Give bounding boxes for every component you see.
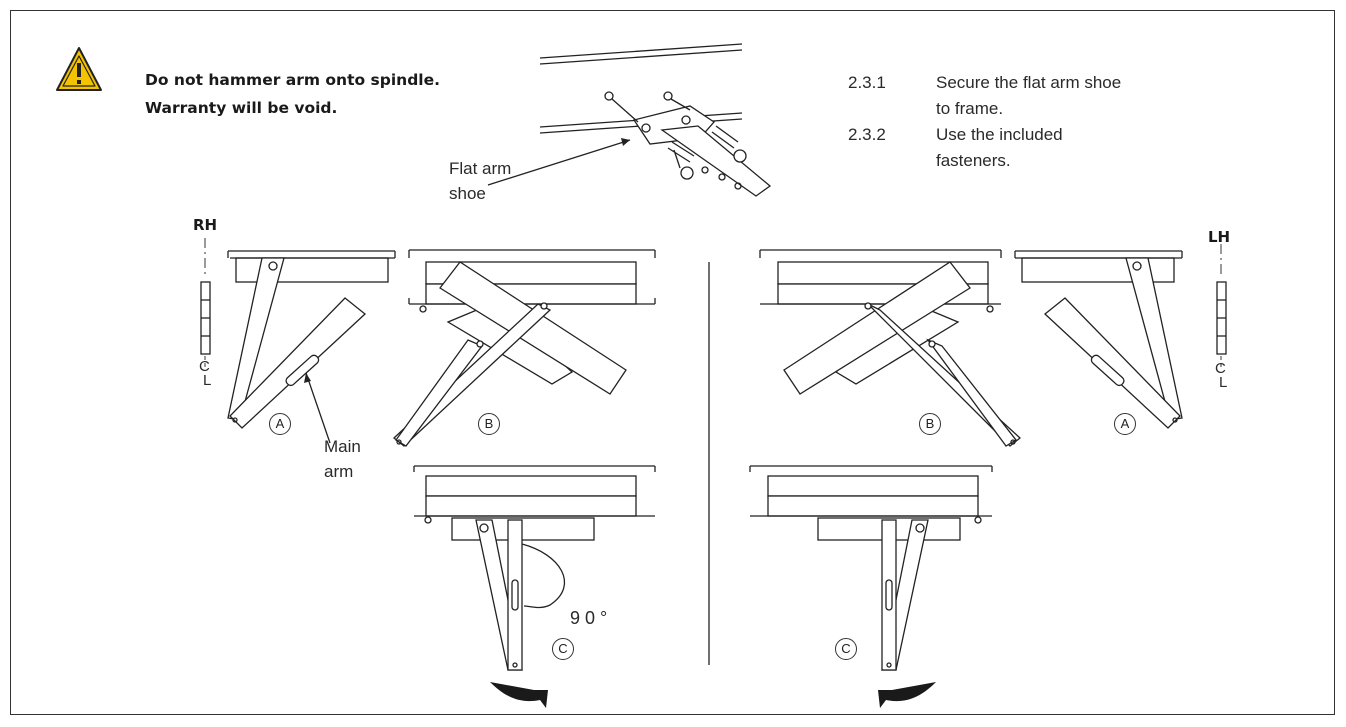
marker-c-rh: C — [552, 638, 574, 660]
marker-a-rh: A — [269, 413, 291, 435]
step-number: 2.3.2 — [848, 125, 886, 144]
step-text: Use the included — [936, 125, 1063, 144]
step-text-cont: to frame. — [936, 99, 1004, 118]
rh-position-c — [413, 465, 656, 708]
warning-triangle-icon — [56, 47, 102, 91]
lh-position-a — [1014, 250, 1183, 429]
rh-label: RH — [193, 216, 218, 234]
step-number: 2.3.1 — [848, 73, 886, 92]
rh-centerline-mark: C L — [199, 358, 212, 389]
step-text-cont: fasteners. — [936, 151, 1011, 170]
angle-label: 90° — [570, 608, 613, 628]
lh-position-b — [759, 249, 1021, 447]
rh-position-a — [227, 250, 396, 444]
step-2-3-2: 2.3.2 Use the included fasteners. — [848, 122, 1063, 174]
lh-hinge — [1216, 244, 1227, 368]
lh-position-c — [749, 465, 993, 708]
warning-message: Do not hammer arm onto spindle. Warranty… — [145, 66, 440, 122]
warning-line-2: Warranty will be void. — [145, 99, 338, 117]
marker-a-lh: A — [1114, 413, 1136, 435]
lh-label: LH — [1208, 228, 1231, 246]
step-2-3-1: 2.3.1 Secure the flat arm shoe to frame. — [848, 70, 1121, 122]
main-arm-label: Main arm — [324, 437, 361, 481]
marker-c-lh: C — [835, 638, 857, 660]
flat-arm-shoe-label: Flat arm shoe — [449, 159, 512, 203]
marker-b-rh: B — [478, 413, 500, 435]
rh-hinge — [200, 238, 211, 368]
page-frame — [10, 10, 1335, 715]
lh-centerline-mark: C L — [1215, 360, 1228, 391]
step-text: Secure the flat arm shoe — [936, 73, 1122, 92]
warning-line-1: Do not hammer arm onto spindle. — [145, 71, 441, 89]
rh-position-b — [393, 249, 656, 447]
marker-b-lh: B — [919, 413, 941, 435]
flat-arm-shoe-detail — [487, 43, 772, 197]
